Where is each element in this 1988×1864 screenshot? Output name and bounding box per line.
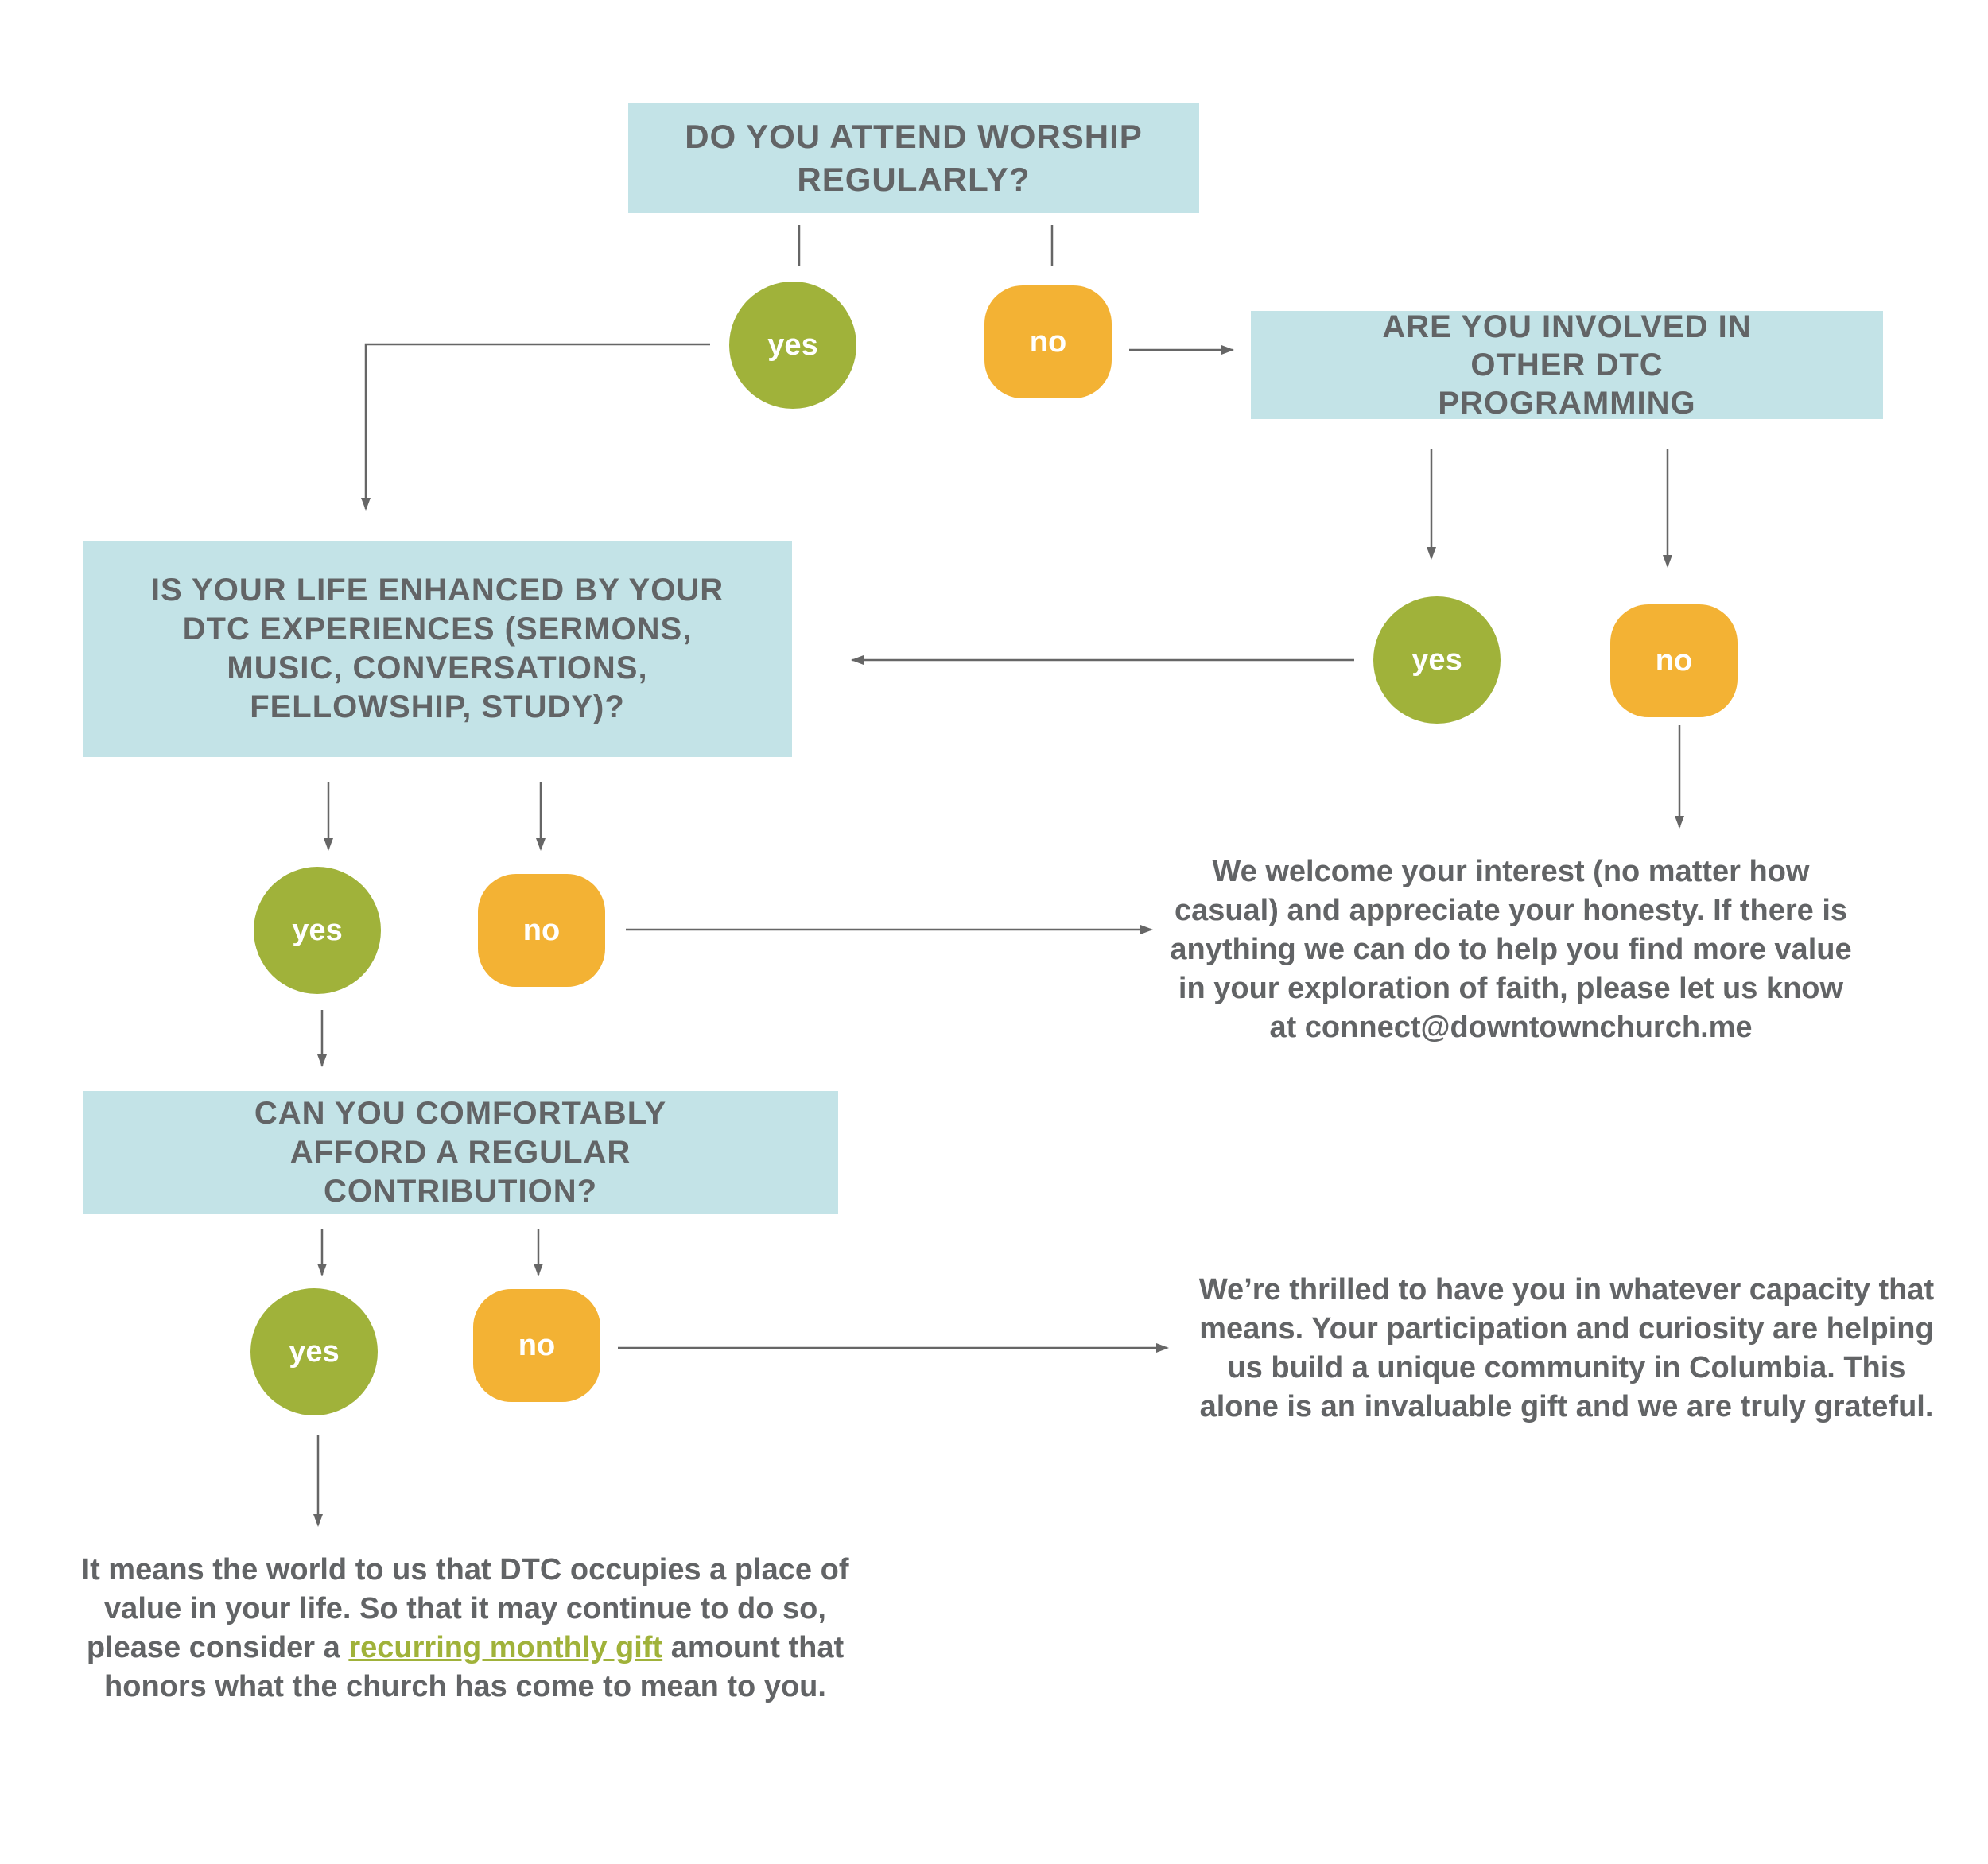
gift-message-after: amount that honors what the church has c… (104, 1631, 845, 1703)
q3-no-label: no (522, 913, 561, 947)
q2-yes-node: yes (1373, 596, 1501, 724)
question-life-enhanced: IS YOUR LIFE ENHANCED BY YOUR DTC EXPERI… (83, 541, 792, 757)
thrilled-message-text: We’re thrilled to have you in whatever c… (1198, 1273, 1935, 1423)
recurring-gift-link[interactable]: recurring monthly gift (348, 1631, 663, 1664)
q4-no-label: no (518, 1328, 556, 1362)
interest-message: We welcome your interest (no matter how … (1169, 852, 1853, 1047)
q2-no-node: no (1610, 604, 1738, 717)
q1-yes-label: yes (767, 328, 818, 362)
q2-no-label: no (1655, 643, 1693, 678)
q1-yes-arrow (361, 343, 710, 511)
q2-yes-label: yes (1411, 643, 1462, 677)
question-attend-worship: DO YOU ATTEND WORSHIP REGULARLY? (628, 103, 1199, 213)
question-afford-contribution: CAN YOU COMFORTABLY AFFORD A REGULAR CON… (83, 1091, 838, 1214)
q1-no-node: no (984, 285, 1112, 398)
thrilled-message: We’re thrilled to have you in whatever c… (1185, 1271, 1948, 1427)
q3-yes-node: yes (254, 867, 381, 994)
question-attend-worship-text: DO YOU ATTEND WORSHIP REGULARLY? (685, 118, 1143, 198)
question-other-programming-text: ARE YOU INVOLVED IN OTHER DTC PROGRAMMIN… (1382, 309, 1752, 421)
question-life-enhanced-text: IS YOUR LIFE ENHANCED BY YOUR DTC EXPERI… (150, 573, 724, 724)
interest-message-text: We welcome your interest (no matter how … (1170, 855, 1852, 1044)
question-afford-contribution-text: CAN YOU COMFORTABLY AFFORD A REGULAR CON… (254, 1095, 667, 1209)
q3-no-node: no (478, 874, 605, 987)
q1-yes-node: yes (729, 282, 856, 409)
gift-message-before: It means the world to us that DTC occupi… (81, 1553, 849, 1664)
q3-yes-label: yes (292, 913, 343, 947)
gift-message: It means the world to us that DTC occupi… (80, 1551, 851, 1707)
q1-no-label: no (1029, 324, 1067, 359)
q4-yes-node: yes (250, 1288, 378, 1415)
q4-yes-label: yes (289, 1334, 340, 1369)
question-other-programming: ARE YOU INVOLVED IN OTHER DTC PROGRAMMIN… (1251, 309, 1883, 421)
q4-no-node: no (473, 1289, 600, 1402)
